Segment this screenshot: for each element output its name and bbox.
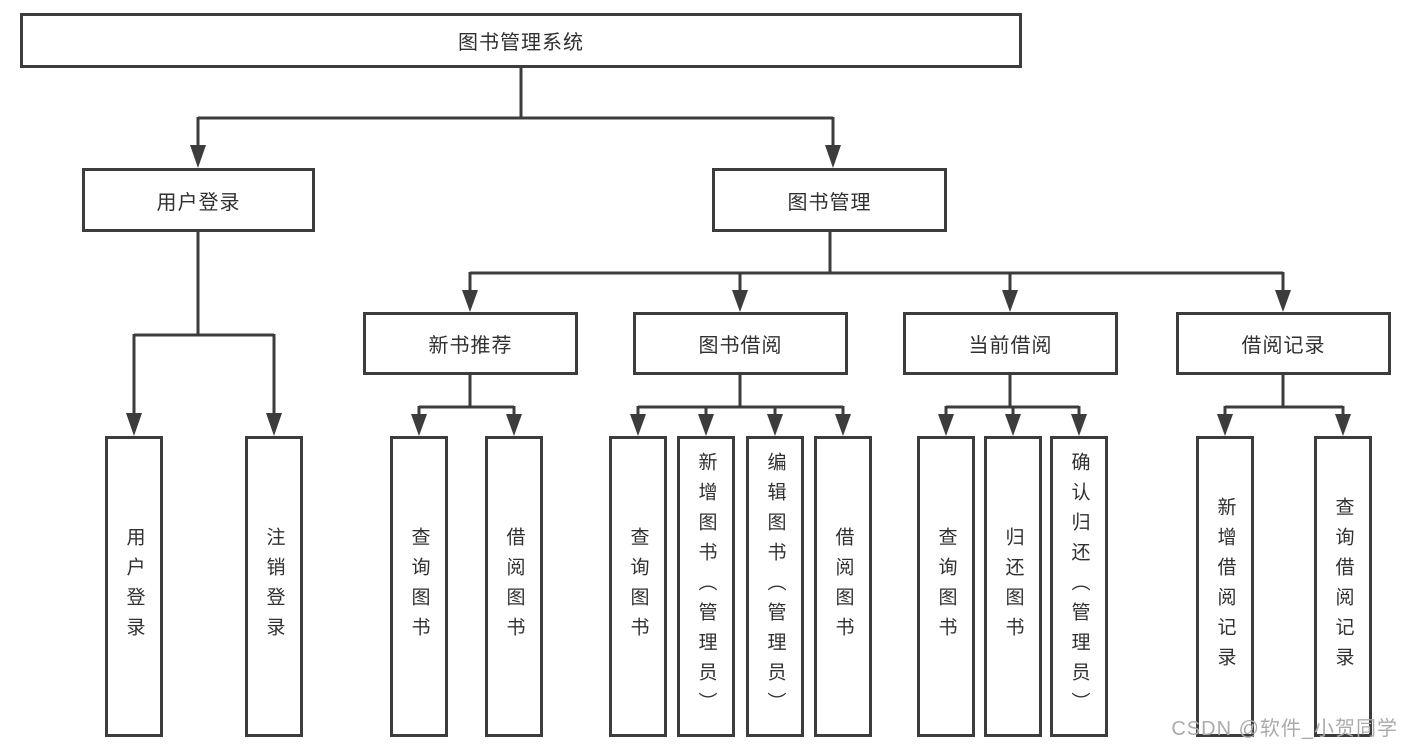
connector-new-book-to-leaves [411,373,522,436]
connector-root-to-level2 [190,68,841,168]
node-new-book-recommendation: 新书推荐 [363,312,578,375]
leaf-query-books-borrowing: 查询图书 [609,436,667,737]
connector-current-borrow-to-leaves [938,373,1087,436]
node-borrowing-records: 借阅记录 [1176,312,1391,375]
leaf-add-borrow-record: 新增借阅记录 [1196,436,1254,737]
leaf-query-books-recommend: 查询图书 [390,436,448,737]
node-user-login-branch: 用户登录 [82,168,315,232]
connector-book-borrow-to-leaves [630,373,851,436]
leaf-user-login: 用户登录 [105,436,163,737]
leaf-borrow-books-borrowing: 借阅图书 [814,436,872,737]
leaf-borrow-books-recommend: 借阅图书 [485,436,543,737]
connector-book-mgmt-to-level3 [462,230,1291,312]
leaf-edit-books-admin: 编辑图书（管理员） [746,436,804,737]
leaf-return-books: 归还图书 [984,436,1042,737]
node-book-management: 图书管理 [712,168,947,232]
leaf-query-borrow-record: 查询借阅记录 [1314,436,1372,737]
node-root: 图书管理系统 [20,13,1022,68]
leaf-add-books-admin: 新增图书（管理员） [677,436,735,737]
leaf-logout: 注销登录 [245,436,303,737]
leaf-confirm-return-admin: 确认归还（管理员） [1050,436,1108,737]
connector-borrow-records-to-leaves [1217,373,1351,436]
csdn-watermark: CSDN @软件_小贺同学 [1171,718,1398,740]
leaf-query-books-current: 查询图书 [917,436,975,737]
node-book-borrowing: 图书借阅 [633,312,848,375]
connector-user-login-to-leaves [126,230,282,436]
node-current-borrowing: 当前借阅 [903,312,1118,375]
